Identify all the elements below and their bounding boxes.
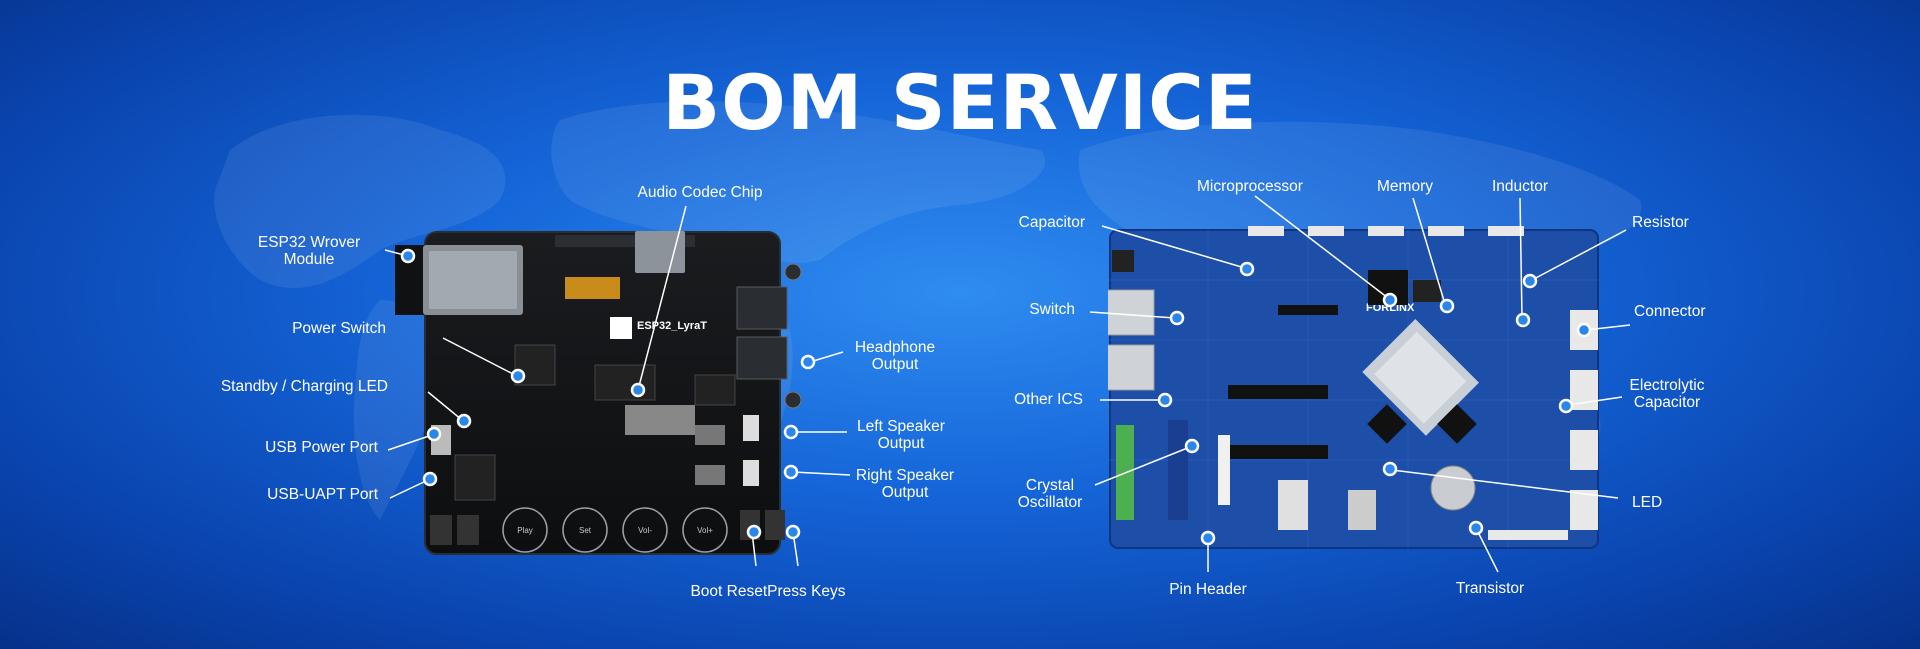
callout-right-speaker-output: Right Speaker Output bbox=[850, 467, 960, 501]
callout-inductor: Inductor bbox=[1491, 178, 1548, 195]
callout-electrolytic-line1: Electrolytic bbox=[1629, 377, 1705, 394]
callout-usb-power-port: USB Power Port bbox=[265, 439, 378, 456]
callout-left-speaker-line2: Output bbox=[877, 435, 925, 452]
callout-crystal-line2: Oscillator bbox=[1017, 494, 1083, 511]
callout-switch: Switch bbox=[1029, 301, 1075, 318]
callout-left-speaker-output: Left Speaker Output bbox=[846, 418, 956, 452]
forlinx-board: FORLINX bbox=[1108, 226, 1599, 549]
callout-right-speaker-line1: Right Speaker bbox=[855, 467, 955, 484]
play-button-label: Play bbox=[517, 526, 533, 535]
vol-down-button-label: Vol- bbox=[638, 526, 652, 535]
callout-led: LED bbox=[1632, 494, 1663, 511]
callout-transistor: Transistor bbox=[1455, 580, 1525, 597]
callout-electrolytic-capacitor: Electrolytic Capacitor bbox=[1612, 377, 1722, 411]
callout-pin-header: Pin Header bbox=[1169, 581, 1247, 598]
esp32-lyrat-board: ESP32_LyraT Play Set Vol- Vol+ bbox=[395, 231, 802, 555]
callout-headphone-output: Headphone Output bbox=[840, 339, 950, 373]
callout-right-speaker-line2: Output bbox=[881, 484, 929, 501]
callout-standby-charging-led: Standby / Charging LED bbox=[220, 378, 388, 395]
callout-left-speaker-line1: Left Speaker bbox=[857, 418, 945, 435]
callout-headphone-line2: Output bbox=[871, 356, 919, 373]
page-title: BOM SERVICE bbox=[662, 58, 1258, 147]
callout-capacitor: Capacitor bbox=[1018, 214, 1085, 231]
callout-esp32-line1: ESP32 Wrover bbox=[257, 234, 361, 251]
callout-power-switch: Power Switch bbox=[292, 320, 386, 337]
callout-headphone-line1: Headphone bbox=[854, 339, 936, 356]
callout-crystal-oscillator: Crystal Oscillator bbox=[1000, 477, 1100, 511]
callout-usb-uapt-port: USB-UAPT Port bbox=[267, 486, 378, 503]
callout-other-ics: Other ICS bbox=[1014, 391, 1083, 408]
vol-up-button-label: Vol+ bbox=[697, 526, 713, 535]
set-button-label: Set bbox=[579, 526, 592, 535]
callout-esp32-line2: Module bbox=[283, 251, 335, 268]
callout-electrolytic-line2: Capacitor bbox=[1633, 394, 1701, 411]
callout-esp32-wrover-module: ESP32 Wrover Module bbox=[244, 234, 374, 268]
callout-connector: Connector bbox=[1634, 303, 1706, 320]
callout-microprocessor: Microprocessor bbox=[1197, 178, 1303, 195]
callout-resistor: Resistor bbox=[1632, 214, 1689, 231]
callout-audio-codec-chip: Audio Codec Chip bbox=[637, 184, 763, 201]
callout-memory: Memory bbox=[1377, 178, 1433, 195]
callout-boot-reset-press-keys: Boot ResetPress Keys bbox=[690, 583, 846, 600]
callout-crystal-line1: Crystal bbox=[1025, 477, 1075, 494]
